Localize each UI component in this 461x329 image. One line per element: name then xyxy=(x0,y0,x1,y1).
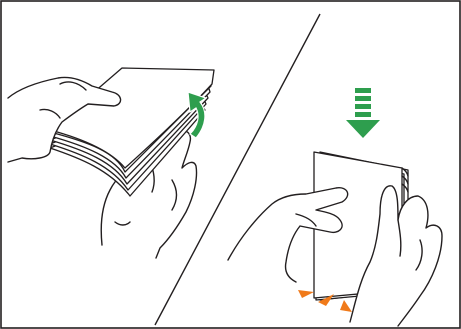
panel-left-fan-stack xyxy=(7,67,215,259)
down-arrow-icon xyxy=(346,88,380,138)
paper-top-sheet xyxy=(49,67,215,169)
left-hand-right-panel xyxy=(227,187,349,283)
left-hand-left-panel xyxy=(7,76,122,163)
right-hand-right-panel xyxy=(349,185,443,327)
paper-stack-fanned xyxy=(49,67,215,197)
tap-mark-left xyxy=(298,290,314,298)
curved-arrow-icon xyxy=(187,91,208,139)
panel-right-tap-stack xyxy=(227,88,443,327)
panel-divider xyxy=(154,13,321,326)
tap-marks xyxy=(298,290,352,312)
tap-mark-right xyxy=(340,300,352,312)
tap-mark-middle xyxy=(318,294,334,306)
